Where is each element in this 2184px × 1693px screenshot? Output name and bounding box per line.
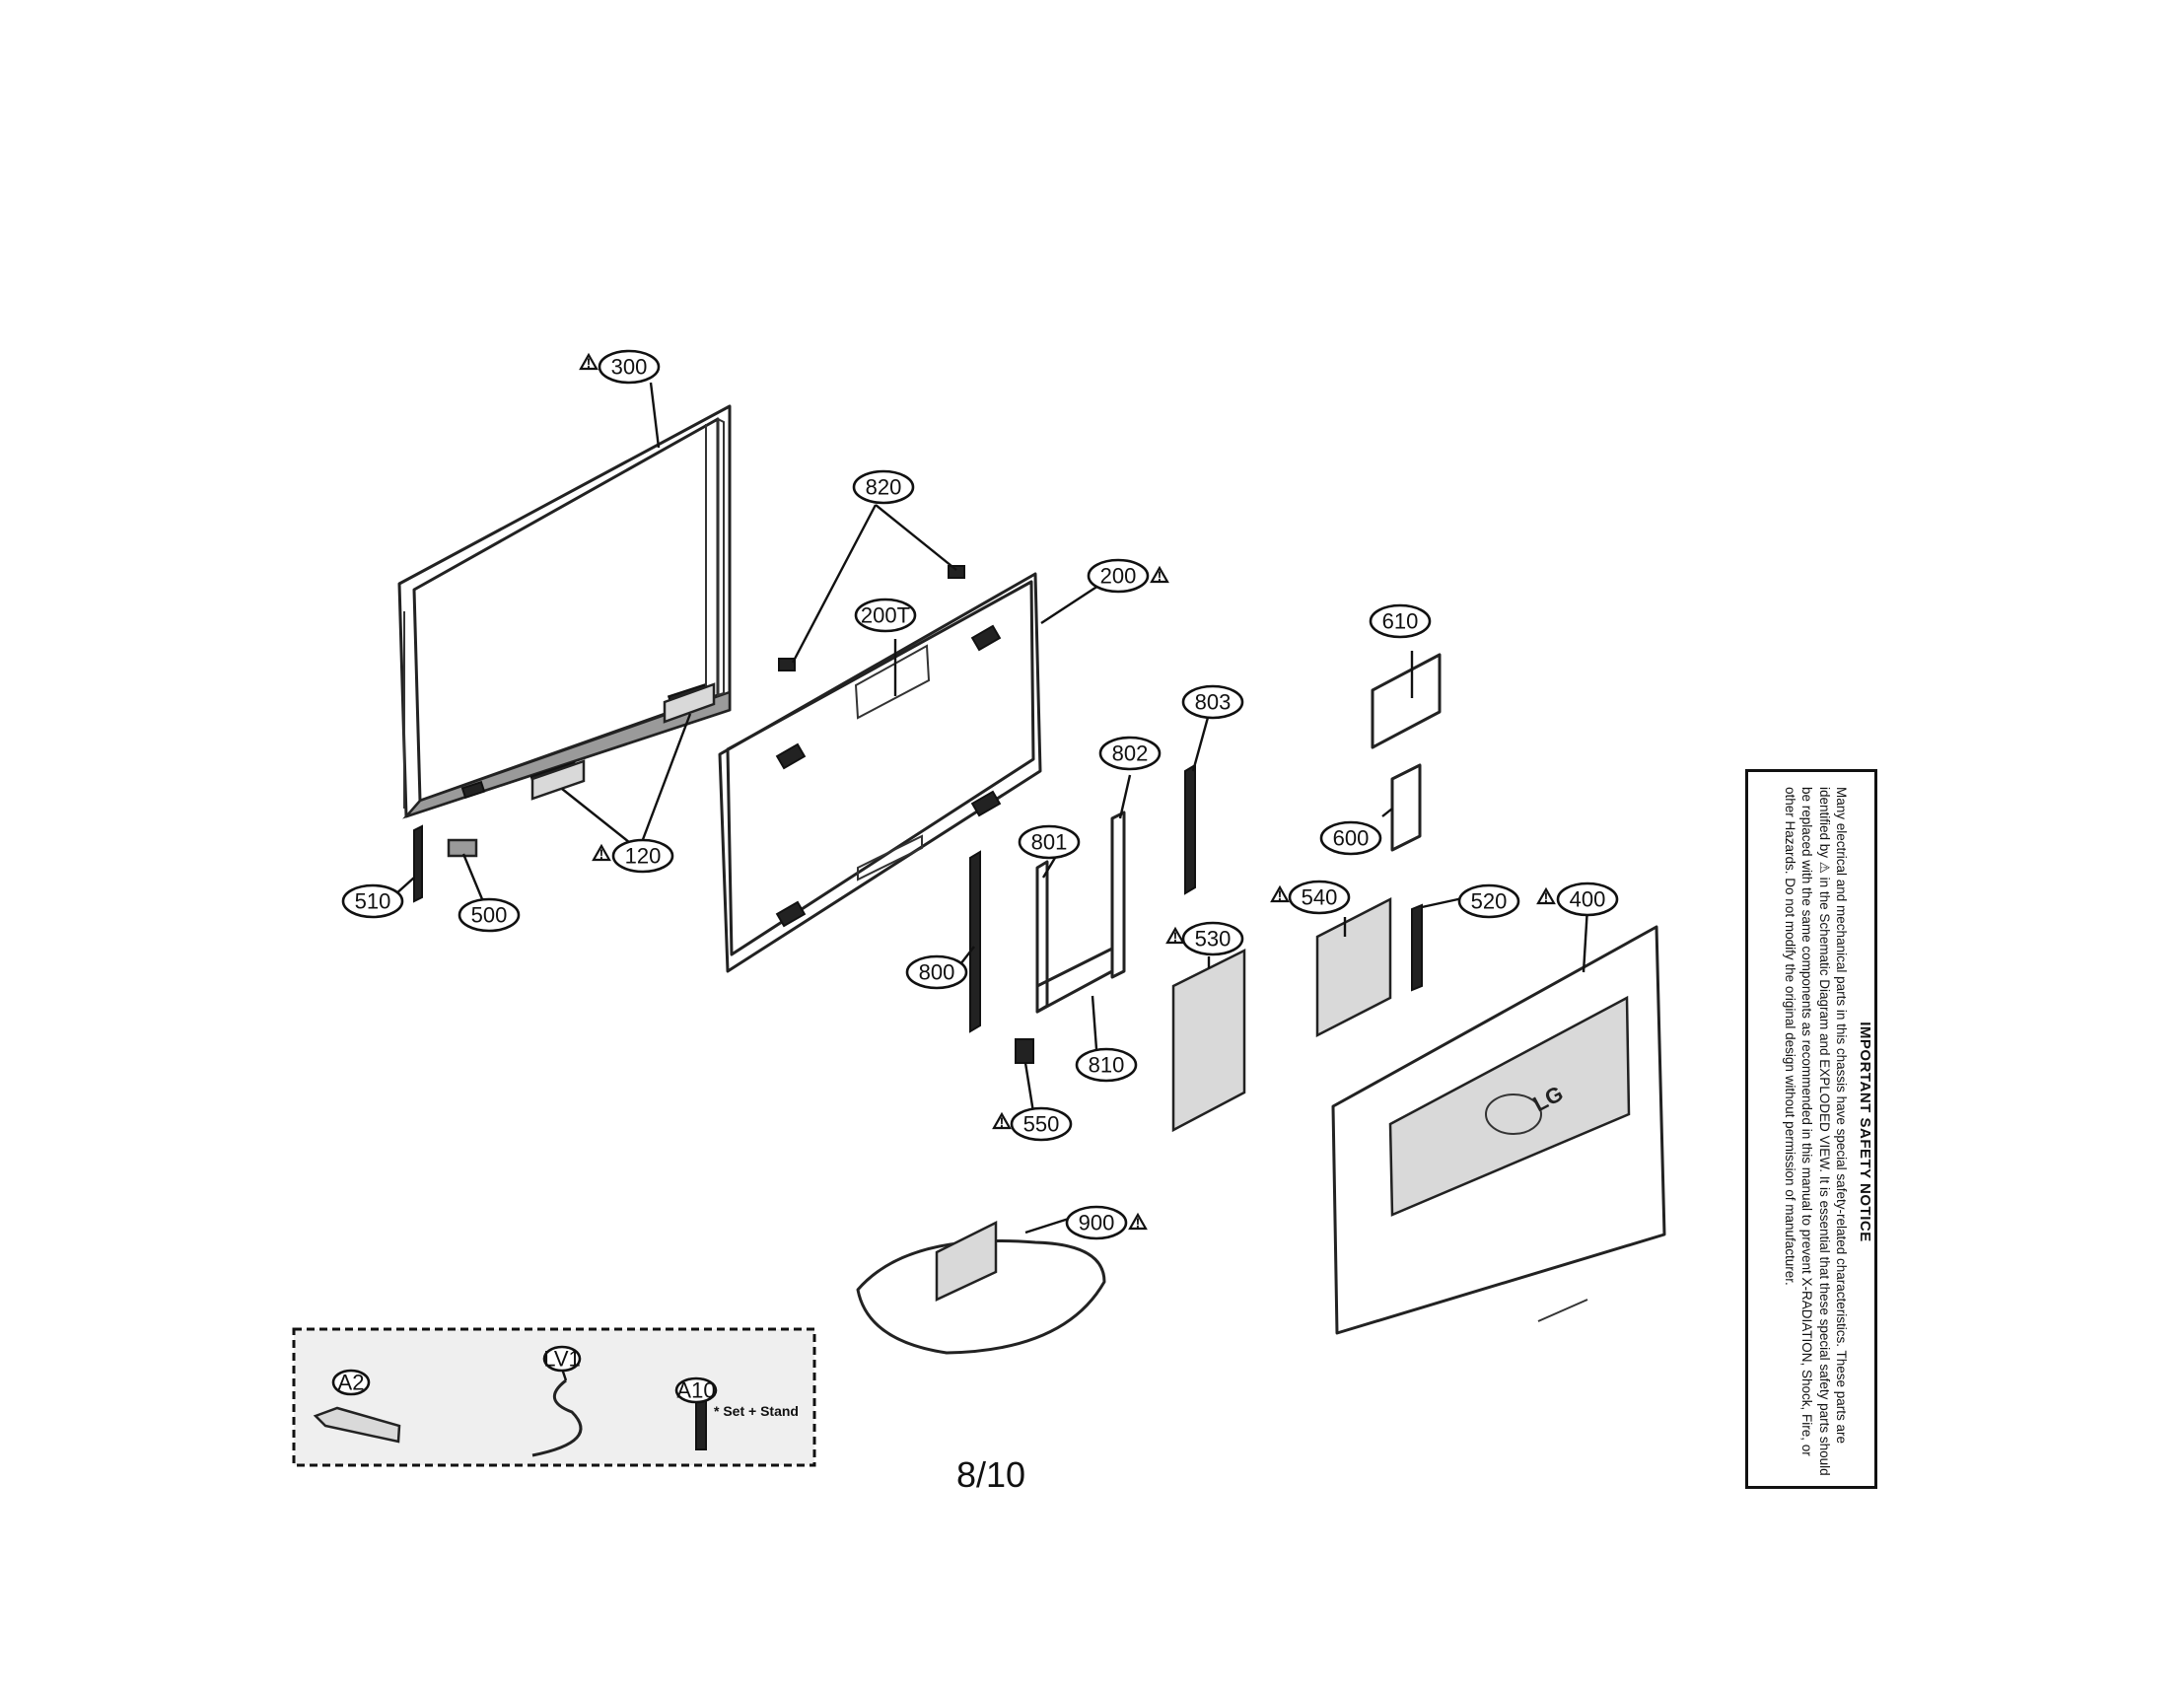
callout-label: 500 bbox=[471, 903, 508, 928]
part-510-ir-board bbox=[413, 824, 423, 903]
warning-icon: ! bbox=[579, 352, 599, 371]
callout-500: 500 bbox=[458, 897, 521, 933]
callout-801: 801 bbox=[1018, 824, 1081, 860]
callout-200T: 200T bbox=[854, 598, 917, 633]
callout-LV1: LV1 bbox=[542, 1345, 582, 1373]
callout-label: 550 bbox=[1023, 1112, 1060, 1137]
callout-label: 900 bbox=[1079, 1211, 1115, 1235]
svg-text:!: ! bbox=[587, 355, 592, 371]
part-200-lcd-module bbox=[718, 572, 1042, 973]
callout-label: 803 bbox=[1195, 690, 1232, 715]
part-803-bracket bbox=[1184, 763, 1196, 895]
svg-text:!: ! bbox=[599, 846, 604, 862]
callout-550: ! 550 bbox=[992, 1106, 1073, 1142]
warning-icon: ! bbox=[592, 843, 611, 862]
callout-label: 820 bbox=[866, 475, 902, 500]
callout-label: 801 bbox=[1031, 830, 1068, 855]
svg-text:!: ! bbox=[1544, 889, 1549, 905]
part-550-jack bbox=[1015, 1038, 1034, 1064]
page-number: 8/10 bbox=[955, 1454, 1026, 1495]
callout-610: 610 bbox=[1369, 603, 1432, 639]
part-540-main-board bbox=[1315, 896, 1392, 1038]
callout-510: 510 bbox=[341, 883, 404, 919]
part-800-bracket bbox=[969, 850, 981, 1033]
callout-label: 810 bbox=[1089, 1053, 1125, 1078]
svg-text:!: ! bbox=[1000, 1114, 1005, 1130]
callout-820: 820 bbox=[852, 469, 915, 505]
svg-text:!: ! bbox=[1278, 887, 1283, 903]
accessory-note: * Set + Stand bbox=[714, 1403, 799, 1419]
part-810-bracket bbox=[1035, 947, 1114, 1014]
callout-label: 540 bbox=[1302, 885, 1338, 910]
part-520-side-board bbox=[1411, 903, 1423, 992]
part-530-power-board bbox=[1171, 948, 1246, 1133]
callout-810: 810 bbox=[1075, 1047, 1138, 1083]
callout-label: 802 bbox=[1112, 741, 1149, 766]
warning-icon: ! bbox=[1536, 886, 1556, 905]
callout-label: 200T bbox=[861, 603, 910, 628]
part-820-clips bbox=[778, 565, 965, 671]
callout-label: 120 bbox=[625, 844, 662, 869]
svg-text:!: ! bbox=[1158, 568, 1162, 584]
callout-300: ! 300 bbox=[579, 349, 661, 385]
warning-icon: ! bbox=[1128, 1212, 1148, 1231]
callout-label: 600 bbox=[1333, 826, 1370, 851]
part-610-bracket bbox=[1371, 653, 1442, 749]
warning-icon: ! bbox=[1150, 565, 1169, 584]
callout-530: ! 530 bbox=[1165, 921, 1244, 956]
callout-A10: A10 bbox=[674, 1376, 718, 1404]
svg-text:!: ! bbox=[1136, 1215, 1141, 1231]
part-900-stand bbox=[856, 1220, 1106, 1355]
callout-200: 200 ! bbox=[1087, 558, 1169, 594]
safety-notice-body: Many electrical and mechanical parts in … bbox=[1783, 787, 1850, 1476]
callout-A2: A2 bbox=[331, 1369, 371, 1396]
accessory-lv1-cable bbox=[531, 1378, 583, 1457]
accessory-a2-remote bbox=[313, 1406, 401, 1444]
callout-label: 800 bbox=[919, 960, 955, 985]
callout-label: A10 bbox=[676, 1378, 715, 1403]
callout-label: 520 bbox=[1471, 889, 1508, 914]
accessory-a10-screw bbox=[695, 1399, 707, 1450]
part-500-key-board bbox=[447, 838, 478, 858]
callout-label: 510 bbox=[355, 889, 391, 914]
warning-icon: ! bbox=[1165, 926, 1185, 945]
callout-600: 600 bbox=[1319, 820, 1382, 856]
callout-label: 530 bbox=[1195, 927, 1232, 952]
callout-label: A2 bbox=[338, 1371, 365, 1395]
callout-label: 200 bbox=[1100, 564, 1137, 589]
callout-520: 520 bbox=[1457, 883, 1520, 919]
part-300-front-cabinet bbox=[397, 404, 732, 819]
svg-text:!: ! bbox=[1173, 929, 1178, 945]
callout-label: LV1 bbox=[543, 1347, 581, 1372]
part-600-module bbox=[1390, 763, 1422, 852]
callout-label: 300 bbox=[611, 355, 648, 380]
callout-803: 803 bbox=[1181, 684, 1244, 720]
callout-120: ! 120 bbox=[592, 838, 674, 874]
safety-notice-content: IMPORTANT SAFETY NOTICE Many electrical … bbox=[1755, 787, 1873, 1477]
warning-icon: ! bbox=[1270, 884, 1290, 903]
part-400-back-cover: LG bbox=[1331, 925, 1666, 1335]
safety-notice-box: IMPORTANT SAFETY NOTICE Many electrical … bbox=[1745, 769, 1877, 1489]
warning-icon: ! bbox=[992, 1111, 1012, 1130]
part-802-bracket bbox=[1110, 811, 1126, 979]
safety-notice-title: IMPORTANT SAFETY NOTICE bbox=[1857, 1022, 1873, 1242]
callout-label: 610 bbox=[1382, 609, 1419, 634]
callout-label: 400 bbox=[1570, 887, 1606, 912]
callout-400: ! 400 bbox=[1536, 882, 1619, 917]
callout-800: 800 bbox=[905, 954, 968, 990]
callout-540: ! 540 bbox=[1270, 880, 1351, 915]
callout-900: 900 ! bbox=[1065, 1205, 1148, 1240]
part-120-speakers bbox=[530, 682, 716, 801]
callout-802: 802 bbox=[1098, 736, 1162, 771]
